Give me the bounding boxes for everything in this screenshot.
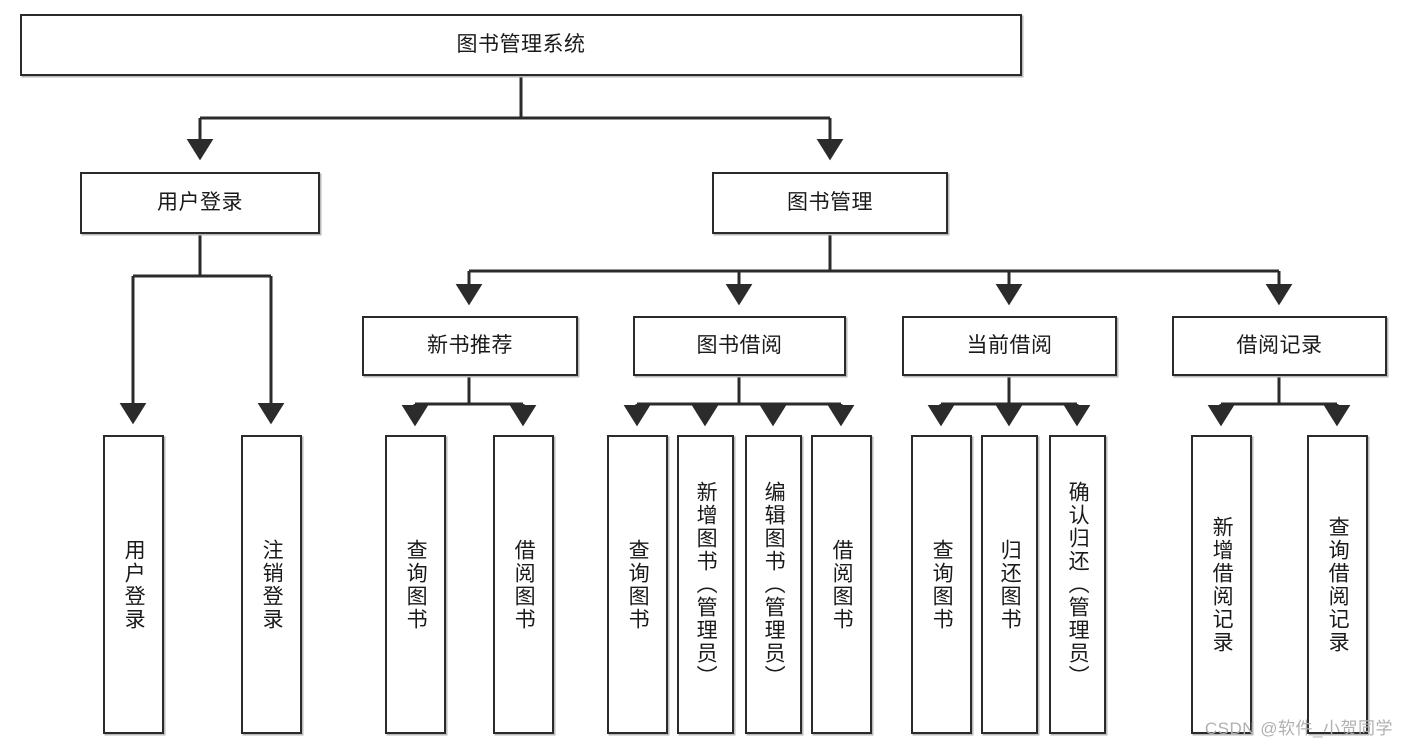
node-label: 当前借阅 (966, 334, 1053, 358)
node-label: 查询图书 (404, 538, 428, 631)
node-label: 编辑图书（管理员） (762, 481, 786, 688)
node-label: 借阅记录 (1236, 334, 1323, 358)
node-label: 图书管理 (787, 191, 873, 215)
node-label: 注销登录 (260, 538, 284, 631)
node-label: 查询图书 (626, 538, 650, 631)
watermark-text: CSDN @软件_小贺同学 (1204, 719, 1393, 738)
node-label: 归还图书 (998, 538, 1022, 631)
node-leaf-logout-login[interactable]: 注销登录 (241, 435, 302, 734)
node-borrow-record[interactable]: 借阅记录 (1172, 316, 1387, 376)
node-leaf-query-book-3[interactable]: 查询图书 (911, 435, 972, 734)
node-label: 借阅图书 (830, 538, 854, 631)
node-leaf-borrow-book-1[interactable]: 借阅图书 (493, 435, 554, 734)
node-label: 新增借阅记录 (1210, 515, 1234, 654)
node-title-system[interactable]: 图书管理系统 (20, 14, 1022, 76)
node-leaf-add-book[interactable]: 新增图书（管理员） (677, 435, 734, 734)
node-leaf-query-record[interactable]: 查询借阅记录 (1307, 435, 1368, 734)
node-leaf-edit-book[interactable]: 编辑图书（管理员） (745, 435, 802, 734)
node-label: 确认归还（管理员） (1066, 481, 1090, 688)
node-label: 查询图书 (930, 538, 954, 631)
node-leaf-query-book-2[interactable]: 查询图书 (607, 435, 668, 734)
node-current-borrow[interactable]: 当前借阅 (902, 316, 1117, 376)
node-label: 借阅图书 (512, 538, 536, 631)
node-leaf-add-record[interactable]: 新增借阅记录 (1191, 435, 1252, 734)
node-leaf-confirm-return[interactable]: 确认归还（管理员） (1049, 435, 1106, 734)
node-label: 新书推荐 (427, 334, 513, 358)
node-leaf-query-book-1[interactable]: 查询图书 (385, 435, 446, 734)
node-label: 图书借阅 (696, 334, 783, 358)
node-new-book-recommend[interactable]: 新书推荐 (362, 316, 578, 376)
node-leaf-user-login[interactable]: 用户登录 (103, 435, 164, 734)
node-label: 用户登录 (157, 191, 243, 215)
node-label: 查询借阅记录 (1326, 515, 1350, 654)
node-leaf-borrow-book-2[interactable]: 借阅图书 (811, 435, 872, 734)
node-label: 用户登录 (122, 538, 146, 631)
node-book-manage[interactable]: 图书管理 (712, 172, 948, 234)
node-leaf-return-book[interactable]: 归还图书 (981, 435, 1038, 734)
node-user-login[interactable]: 用户登录 (80, 172, 320, 234)
node-book-borrow[interactable]: 图书借阅 (633, 316, 846, 376)
node-label: 图书管理系统 (456, 33, 586, 57)
node-label: 新增图书（管理员） (694, 481, 718, 688)
